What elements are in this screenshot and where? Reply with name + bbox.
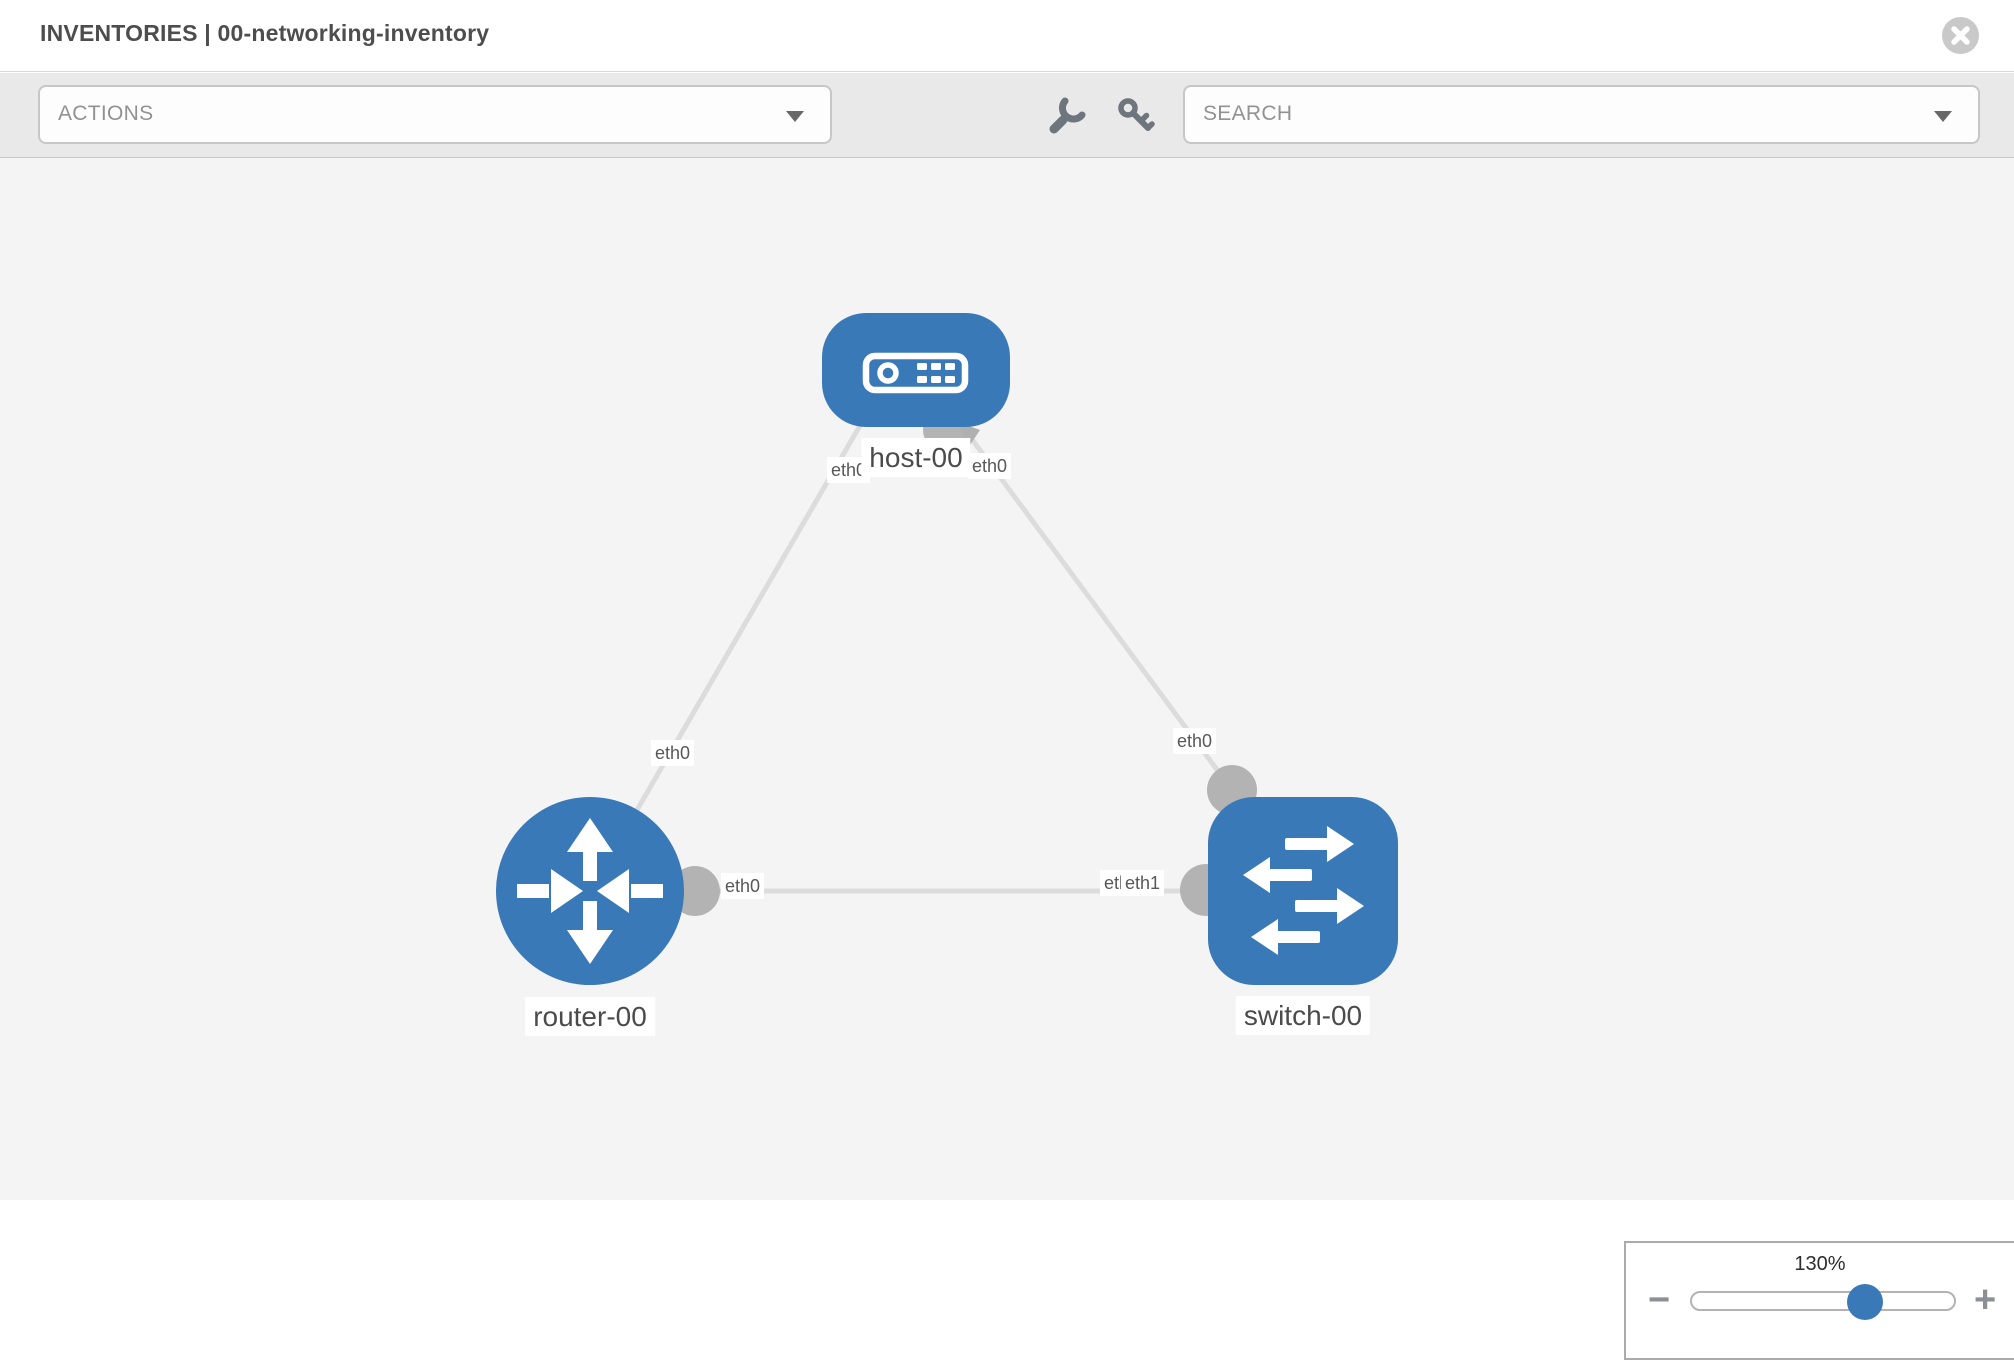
search-placeholder: SEARCH xyxy=(1203,102,1293,125)
caret-down-icon xyxy=(1934,111,1952,122)
host-icon xyxy=(862,352,969,394)
toolbar: ACTIONS SEARCH xyxy=(0,73,2014,158)
node-label-switch-00: switch-00 xyxy=(1235,996,1371,1035)
router-icon xyxy=(517,818,663,964)
iface-label: eth0 xyxy=(651,740,695,766)
zoom-slider-track[interactable] xyxy=(1690,1284,1956,1320)
key-icon[interactable] xyxy=(1117,97,1155,135)
caret-down-icon xyxy=(786,111,804,122)
iface-label: eth0 xyxy=(968,453,1012,479)
iface-label: eth0 xyxy=(827,457,871,483)
close-x-glyph xyxy=(1951,26,1970,45)
node-host-00[interactable] xyxy=(822,313,1010,427)
iface-label: eth0 xyxy=(721,873,765,899)
node-label-host-00: host-00 xyxy=(861,438,971,477)
wrench-icon[interactable] xyxy=(1048,97,1086,135)
node-router-00[interactable] xyxy=(496,797,684,985)
zoom-slider-thumb[interactable] xyxy=(1847,1284,1883,1320)
edge-arrowhead xyxy=(958,422,980,448)
node-switch-00[interactable] xyxy=(1208,797,1398,985)
actions-dropdown-label: ACTIONS xyxy=(58,102,154,125)
zoom-panel: 130% − + xyxy=(1624,1241,2014,1360)
zoom-level: 130% xyxy=(1794,1253,1846,1275)
node-label-router-00: router-00 xyxy=(525,997,655,1036)
search-input[interactable]: SEARCH xyxy=(1183,85,1980,144)
iface-label: eth0 xyxy=(1173,728,1217,754)
wrench-glyph xyxy=(1049,97,1086,134)
topology-canvas[interactable]: eth0 eth0 eth0 eth0 eth0 eth0 eth1 host-… xyxy=(0,158,2014,1360)
zoom-out-button[interactable]: − xyxy=(1648,1279,1671,1321)
page-title: INVENTORIES | 00-networking-inventory xyxy=(40,20,490,46)
actions-dropdown[interactable]: ACTIONS xyxy=(38,85,832,144)
panel-header: INVENTORIES | 00-networking-inventory xyxy=(0,0,2014,72)
ports xyxy=(670,408,1257,916)
key-glyph xyxy=(1118,98,1155,131)
iface-label-overlapped: eth0 xyxy=(1100,870,1123,896)
iface-label: eth1 xyxy=(1121,870,1165,896)
zoom-in-button[interactable]: + xyxy=(1974,1279,1997,1321)
switch-icon xyxy=(1243,826,1364,955)
close-icon[interactable] xyxy=(1942,17,1979,54)
